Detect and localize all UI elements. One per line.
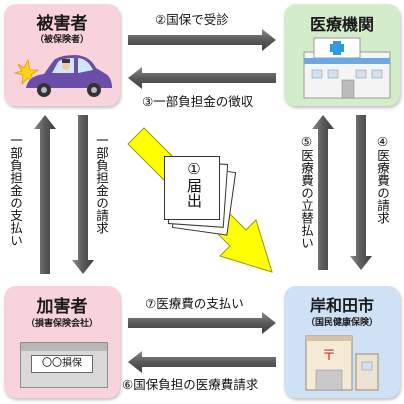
car-icon — [13, 55, 112, 97]
insurance-office-icon: 〇〇損保 — [20, 342, 108, 388]
flow-left-down-label: 一部負担金の請求 — [94, 134, 109, 234]
medical-box: 医療機関 — [284, 4, 400, 106]
flow-6-label: ⑥国保負担の医療費請求 — [122, 377, 259, 392]
arrow-left-up — [34, 115, 56, 274]
city-subtitle: （国民健康保険） — [305, 318, 378, 328]
arrow-6-left — [128, 351, 276, 373]
flow-1-label: ①届出 — [185, 160, 203, 208]
city-title: 岸和田市 — [309, 296, 374, 315]
perpetrator-box: 加害者 （損害保険会社） 〇〇損保 — [4, 286, 120, 398]
hospital-icon — [303, 37, 391, 99]
city-box: 岸和田市 （国民健康保険） 〒 — [284, 286, 400, 398]
victim-box: 被害者 （被保険者） — [4, 4, 120, 106]
insurance-sign: 〇〇損保 — [31, 355, 93, 373]
flow-7-label: ⑦医療費の支払い — [145, 296, 244, 311]
notification-document-icon: ①届出 — [160, 150, 237, 236]
victim-title: 被害者 — [36, 14, 88, 34]
svg-text:〒: 〒 — [322, 348, 336, 364]
arrow-2-right — [128, 29, 276, 51]
arrow-left-down — [72, 115, 94, 274]
perpetrator-subtitle: （損害保険会社） — [25, 319, 98, 329]
arrow-5-up — [312, 115, 334, 270]
arrow-3-left — [128, 67, 276, 89]
medical-title: 医療機関 — [309, 15, 374, 34]
flow-2-label: ②国保で受診 — [155, 12, 229, 27]
flow-left-up-label: 一部負担金の支払い — [8, 134, 23, 247]
perpetrator-title: 加害者 — [36, 297, 88, 317]
arrow-7-right — [128, 312, 276, 334]
arrow-4-down — [350, 115, 372, 270]
flow-5-label: ⑤医療費の立替払い — [299, 134, 314, 249]
victim-subtitle: （被保険者） — [34, 35, 89, 45]
city-hall-icon: 〒 — [305, 335, 379, 391]
flow-3-label: ③一部負担金の徴収 — [142, 94, 254, 109]
flow-4-label: ④医療費の請求 — [375, 134, 390, 224]
